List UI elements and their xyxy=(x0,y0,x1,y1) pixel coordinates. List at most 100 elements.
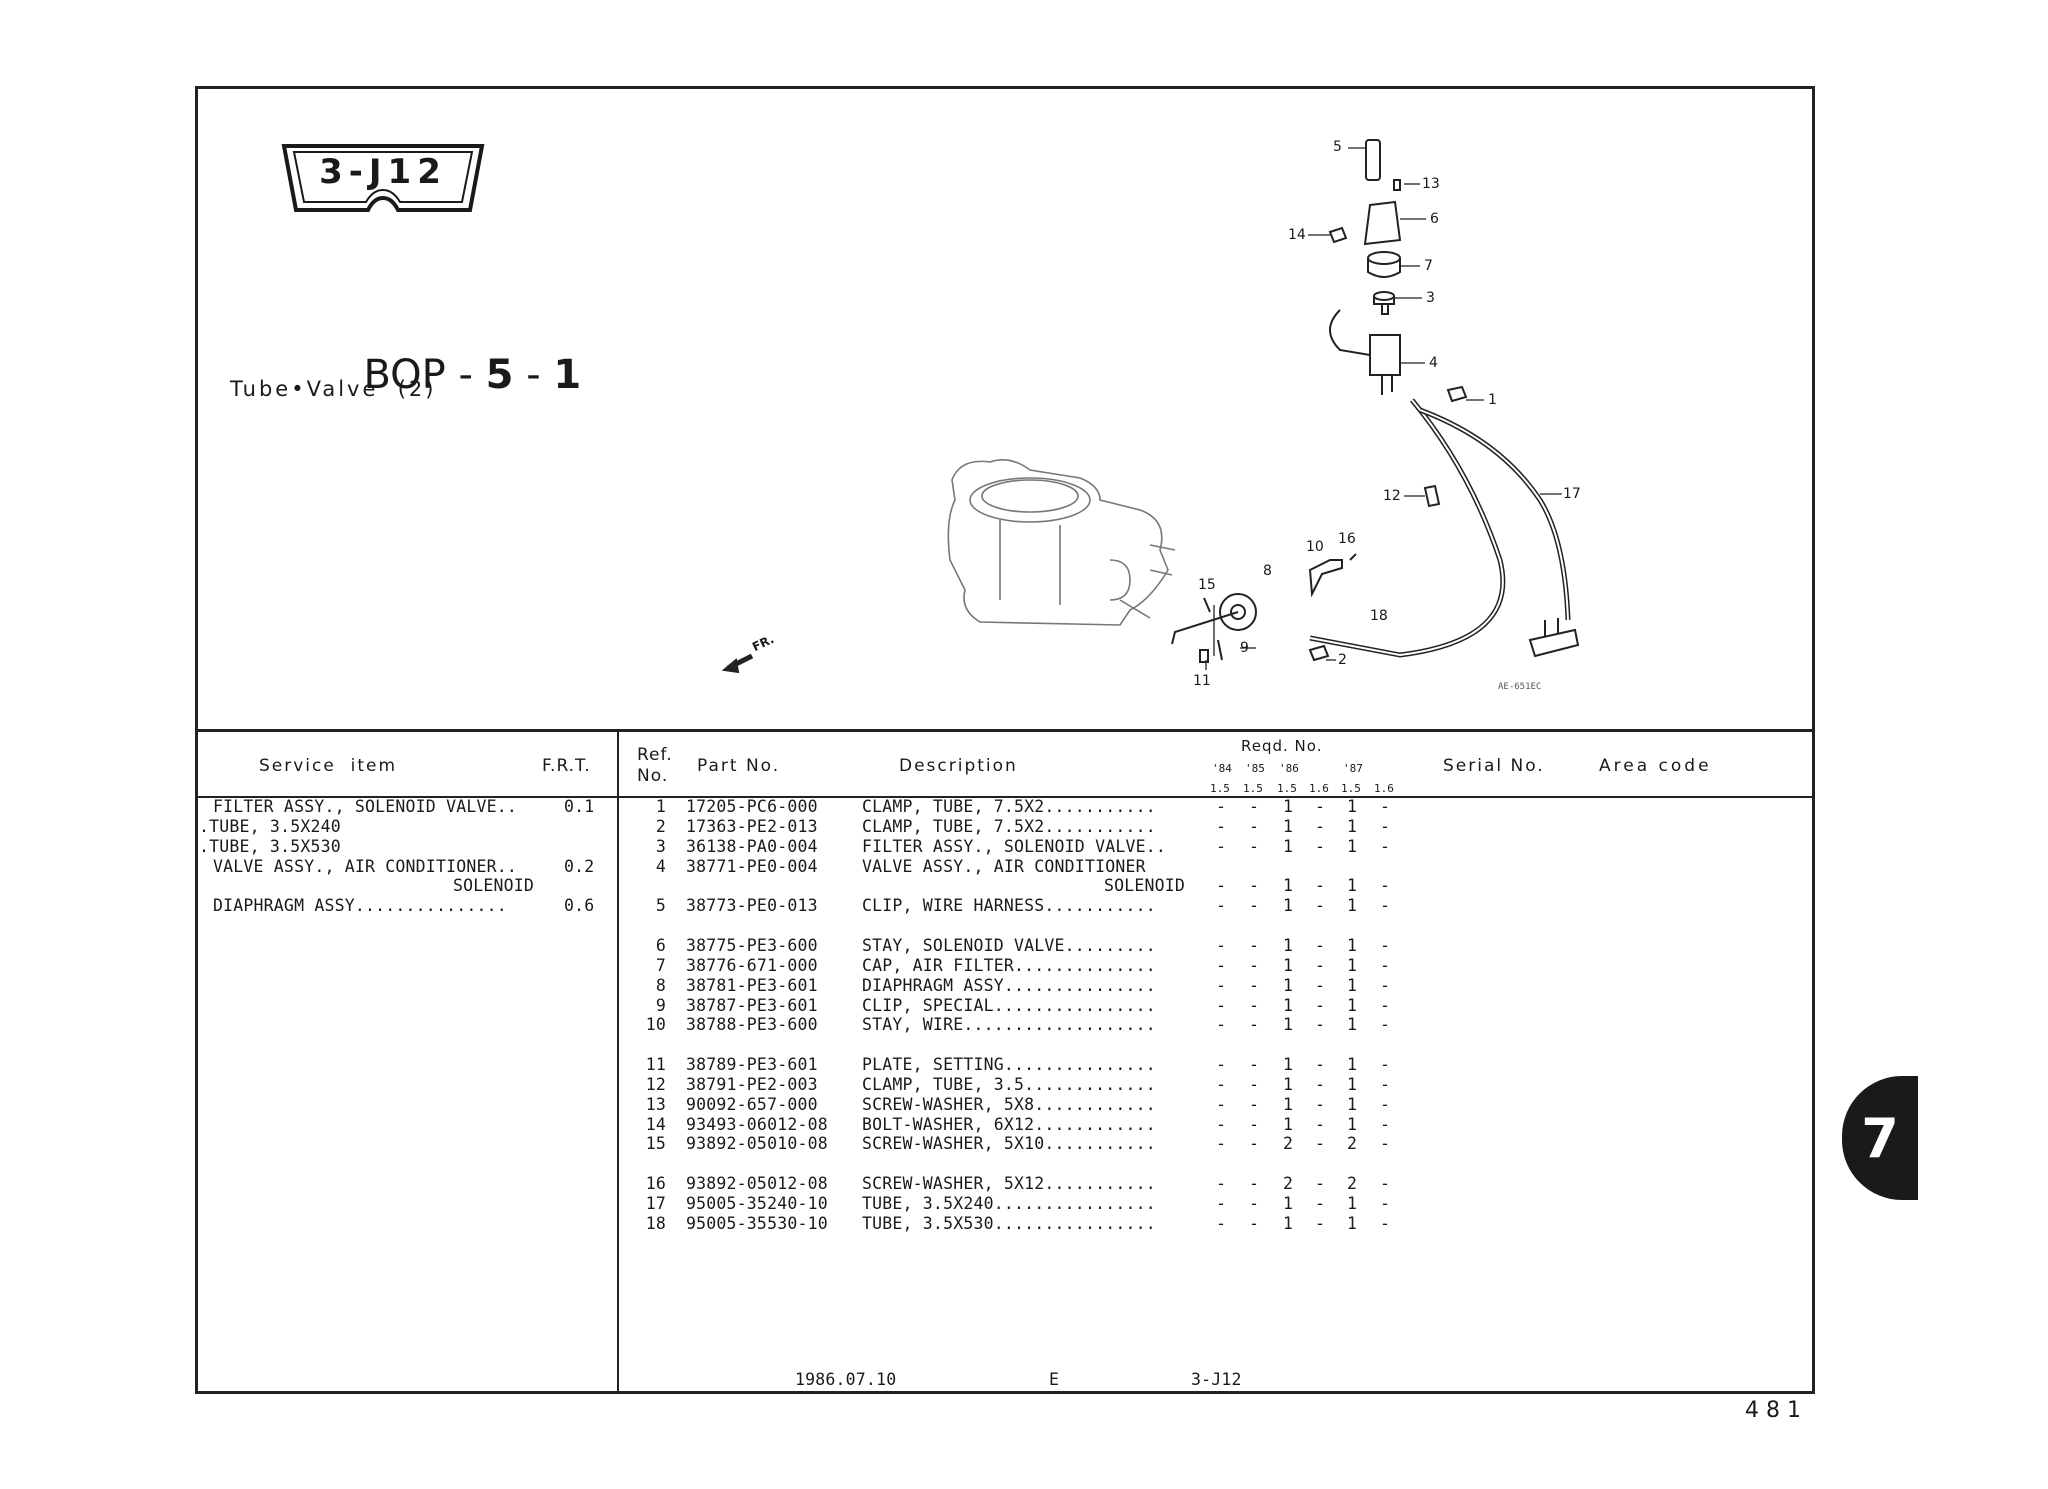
reqd-qty: - xyxy=(1380,935,1391,955)
part-no: 38788-PE3-600 xyxy=(686,1015,818,1035)
reqd-year: '87 xyxy=(1343,762,1363,775)
ref-no: 11 xyxy=(645,1055,666,1075)
reqd-qty: - xyxy=(1249,876,1260,896)
reqd-qty: 1 xyxy=(1347,935,1358,955)
part-no: 38776-671-000 xyxy=(686,955,818,975)
col-ref-line2: No. xyxy=(637,766,669,786)
reqd-qty: - xyxy=(1315,836,1326,856)
ref-no: 15 xyxy=(645,1134,666,1154)
col-description: Description xyxy=(899,756,1018,776)
reqd-qty: - xyxy=(1380,995,1391,1015)
ref-no: 9 xyxy=(655,995,666,1015)
group-number: 5 xyxy=(485,352,514,398)
reqd-qty: 1 xyxy=(1347,1194,1358,1213)
reqd-qty: - xyxy=(1315,896,1326,916)
reqd-qty: 1 xyxy=(1283,836,1294,856)
reqd-qty: - xyxy=(1216,1074,1227,1094)
reqd-qty: - xyxy=(1216,797,1227,816)
callout-13: 13 xyxy=(1422,176,1440,192)
ref-no: 10 xyxy=(645,1015,666,1035)
reqd-qty: 2 xyxy=(1283,1174,1294,1194)
reqd-qty: - xyxy=(1216,896,1227,916)
reqd-year: '84 xyxy=(1212,762,1232,775)
description: FILTER ASSY., SOLENOID VALVE.. xyxy=(862,836,1167,856)
reqd-qty: - xyxy=(1216,1213,1227,1233)
reqd-qty: - xyxy=(1380,1015,1391,1035)
reqd-qty: - xyxy=(1315,1134,1326,1154)
header-divider xyxy=(195,729,1815,732)
reqd-qty: - xyxy=(1315,816,1326,836)
ref-no: 5 xyxy=(655,896,666,916)
part-no: 38789-PE3-601 xyxy=(686,1055,818,1075)
callout-9: 9 xyxy=(1240,640,1249,656)
reqd-qty: - xyxy=(1380,816,1391,836)
reqd-qty: - xyxy=(1216,935,1227,955)
callout-10: 10 xyxy=(1306,539,1324,555)
description: DIAPHRAGM ASSY............... xyxy=(862,975,1156,995)
reqd-year: '85 xyxy=(1245,762,1265,775)
reqd-engine: 1.5 xyxy=(1243,782,1263,795)
reqd-qty: - xyxy=(1249,1134,1260,1154)
reqd-qty: - xyxy=(1380,1094,1391,1114)
reqd-qty: - xyxy=(1315,876,1326,896)
reqd-qty: - xyxy=(1315,955,1326,975)
reqd-qty: 2 xyxy=(1347,1174,1358,1194)
description: VALVE ASSY., AIR CONDITIONER xyxy=(862,856,1146,876)
reqd-qty: - xyxy=(1249,1213,1260,1233)
col-service-item: Service item xyxy=(259,756,398,776)
reqd-qty: - xyxy=(1249,1114,1260,1134)
reqd-qty: 1 xyxy=(1347,896,1358,916)
reqd-qty: - xyxy=(1249,1055,1260,1075)
reqd-qty: - xyxy=(1380,836,1391,856)
reqd-engine: 1.5 xyxy=(1210,782,1230,795)
reqd-qty: 1 xyxy=(1347,876,1358,896)
reqd-qty: - xyxy=(1216,1055,1227,1075)
callout-18: 18 xyxy=(1370,608,1388,624)
service-item-name: DIAPHRAGM ASSY............... xyxy=(213,896,507,916)
reqd-qty: - xyxy=(1249,896,1260,916)
ref-no: 8 xyxy=(655,975,666,995)
part-no: 90092-657-000 xyxy=(686,1094,818,1114)
description: SCREW-WASHER, 5X12........... xyxy=(862,1174,1156,1194)
ref-no: 17 xyxy=(645,1194,666,1213)
service-item-name: VALVE ASSY., AIR CONDITIONER.. xyxy=(213,856,518,876)
reqd-qty: - xyxy=(1380,896,1391,916)
description: CLAMP, TUBE, 7.5X2........... xyxy=(862,797,1156,816)
part-no: 38787-PE3-601 xyxy=(686,995,818,1015)
reqd-year: '86 xyxy=(1279,762,1299,775)
carburetor-illustration xyxy=(947,459,1176,626)
section-code: 3-J12 xyxy=(319,152,447,192)
reqd-qty: 1 xyxy=(1283,1114,1294,1134)
reqd-qty: - xyxy=(1249,1015,1260,1035)
callout-16: 16 xyxy=(1338,531,1356,547)
section-tab[interactable]: 7 xyxy=(1842,1076,1918,1200)
description: STAY, SOLENOID VALVE......... xyxy=(862,935,1156,955)
table-header-divider xyxy=(195,796,1815,798)
callout-14: 14 xyxy=(1288,227,1306,243)
reqd-qty: - xyxy=(1380,797,1391,816)
callout-5: 5 xyxy=(1333,139,1342,155)
reqd-engine: 1.6 xyxy=(1309,782,1329,795)
diagram-code: AE-651EC xyxy=(1498,682,1542,692)
reqd-qty: - xyxy=(1216,836,1227,856)
callout-1: 1 xyxy=(1488,392,1497,408)
reqd-qty: 1 xyxy=(1283,1015,1294,1035)
callout-6: 6 xyxy=(1430,211,1439,227)
reqd-qty: - xyxy=(1380,975,1391,995)
reqd-qty: 1 xyxy=(1283,955,1294,975)
ref-no: 2 xyxy=(655,816,666,836)
description: CAP, AIR FILTER.............. xyxy=(862,955,1156,975)
ref-no: 12 xyxy=(645,1074,666,1094)
ref-no: 6 xyxy=(655,935,666,955)
reqd-qty: - xyxy=(1315,935,1326,955)
reqd-qty: 1 xyxy=(1347,1114,1358,1134)
reqd-qty: - xyxy=(1249,975,1260,995)
service-item-name: .TUBE, 3.5X530 xyxy=(199,836,341,856)
reqd-qty: 1 xyxy=(1283,876,1294,896)
footer-edition: E xyxy=(1049,1370,1060,1389)
reqd-qty: 1 xyxy=(1283,1074,1294,1094)
part-no: 17363-PE2-013 xyxy=(686,816,818,836)
page-subtitle: Tube•Valve (2) xyxy=(230,377,437,401)
reqd-engine: 1.6 xyxy=(1374,782,1394,795)
reqd-qty: - xyxy=(1216,876,1227,896)
